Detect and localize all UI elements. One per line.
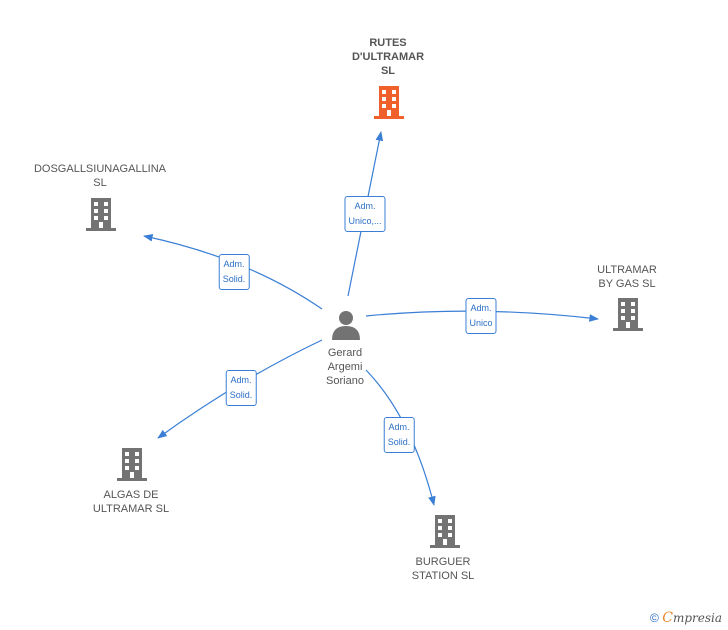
edge-label-ultramar-by-gas: Adm. Unico — [465, 298, 497, 334]
edge-label-algas-de-ultramar: Adm. Solid. — [225, 370, 257, 406]
building-icon[interactable] — [117, 448, 147, 481]
empresia-logo-text: mpresia — [672, 611, 722, 625]
empresia-logo-initial: C — [662, 610, 673, 626]
edge-label-dosgallsiunagallina: Adm. Solid. — [218, 254, 250, 290]
company-label-dosgallsiunagallina[interactable]: DOSGALLSIUNAGALLINA SL — [33, 163, 167, 189]
person-icon[interactable] — [332, 311, 360, 340]
company-label-burguer-station[interactable]: BURGUER STATION SL — [411, 556, 475, 582]
edge-label-burguer-station: Adm. Solid. — [383, 417, 415, 453]
building-icon[interactable] — [374, 86, 404, 119]
person-label-gerard-argemi-soriano[interactable]: Gerard Argemi Soriano — [326, 347, 364, 387]
company-label-algas-de-ultramar[interactable]: ALGAS DE ULTRAMAR SL — [92, 489, 170, 515]
building-icon[interactable] — [430, 515, 460, 548]
copyright-symbol: © — [650, 611, 659, 625]
edge-label-rutes-dultramar: Adm. Unico,... — [344, 196, 386, 232]
company-label-rutes-dultramar[interactable]: RUTES D'ULTRAMAR SL — [351, 37, 425, 77]
company-label-ultramar-by-gas[interactable]: ULTRAMAR BY GAS SL — [597, 264, 657, 290]
building-icon[interactable] — [613, 298, 643, 331]
empresia-watermark: © Cmpresia — [650, 610, 722, 626]
building-icon[interactable] — [86, 198, 116, 231]
